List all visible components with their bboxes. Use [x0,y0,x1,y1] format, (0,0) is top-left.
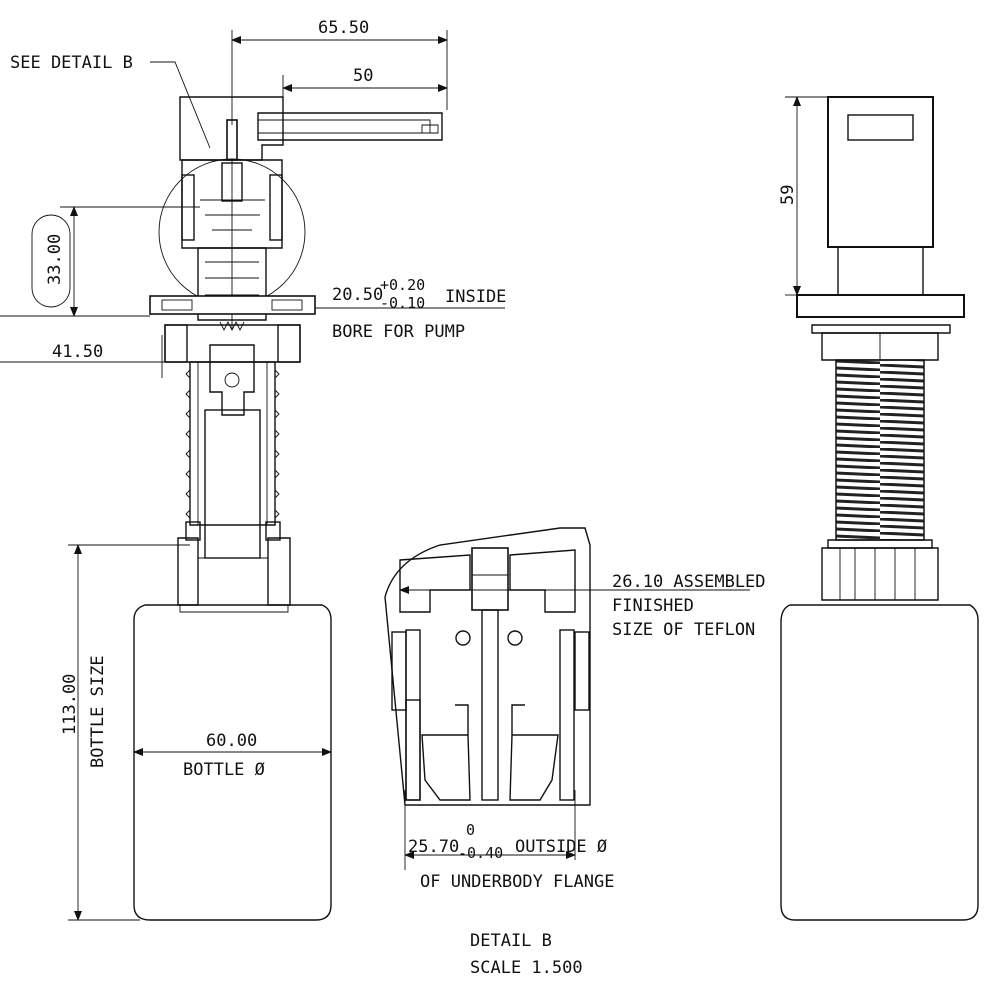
tol-plus: +0.20 [380,276,425,294]
underbody-label: OF UNDERBODY FLANGE [420,872,614,892]
bottle-cap [177,537,199,606]
dim-60-00: 60.00 [206,731,257,751]
detail-b-view [384,527,750,870]
elevation-view [780,96,979,921]
outside-label: OUTSIDE Ø [515,837,607,857]
inside-label: INSIDE [445,287,506,307]
dim-113-00: 113.00 [60,674,80,735]
teflon-label: SIZE OF TEFLON [612,620,755,640]
dim-50: 50 [353,66,373,86]
detail-b-label: DETAIL B [470,931,552,951]
tol-040: -0.40 [458,844,503,862]
bottle [133,604,332,921]
threaded-body [835,359,925,541]
finished-label: FINISHED [612,596,694,616]
dim-33-00: 33.00 [45,234,65,285]
pump-head [827,96,934,248]
section-view [133,96,443,921]
dim-20-50: 20.50 [332,285,383,305]
dim-65-50: 65.50 [318,18,369,38]
spout-arm [257,112,443,141]
bore-label: BORE FOR PUMP [332,322,465,342]
dim-59: 59 [778,185,798,205]
threaded-tube [189,361,276,526]
tol-minus: -0.10 [380,294,425,312]
dim-41-50: 41.50 [52,342,103,362]
flange [149,295,316,315]
bottle-elevation [780,604,979,921]
bottle-dia-label: BOTTLE Ø [183,760,265,780]
tol-zero: 0 [466,821,475,839]
dim-25-70: 25.70 [408,837,459,857]
bottle-size-label: BOTTLE SIZE [88,655,108,768]
dimensions-left [0,30,505,921]
see-detail-label: SEE DETAIL B [10,53,133,73]
scale-label: SCALE 1.500 [470,958,583,978]
assembled-label: 26.10 ASSEMBLED [612,572,766,592]
